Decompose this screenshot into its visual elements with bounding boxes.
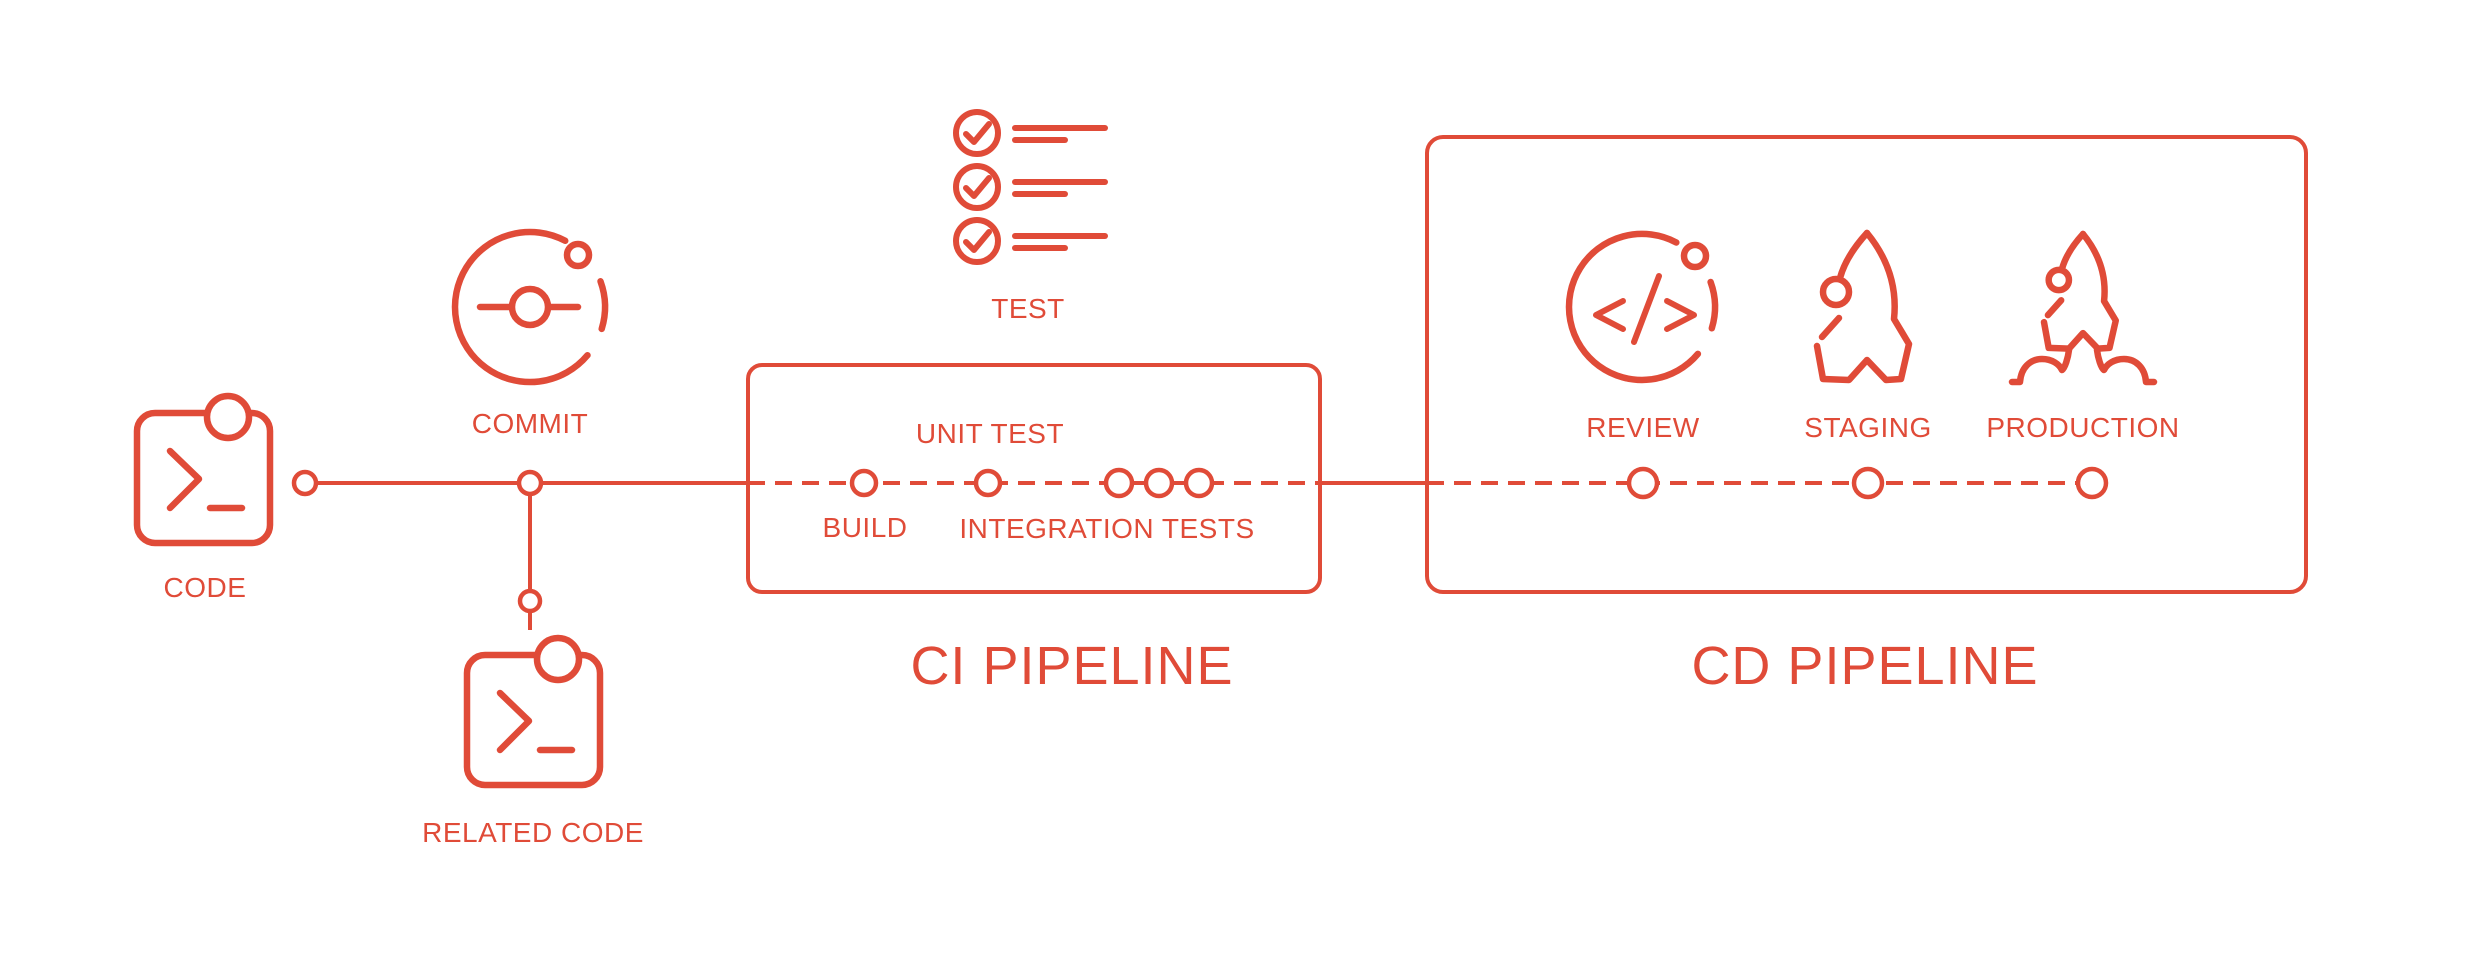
commit-icon [451,228,609,386]
ci-pipeline-title: CI PIPELINE [910,636,1233,696]
unit-test-label: UNIT TEST [916,418,1064,449]
test-label: TEST [991,293,1065,324]
node-integration-3 [1183,467,1215,499]
production-rocket-icon [2008,234,2158,386]
staging-rocket-icon [1817,233,1909,380]
node-integration-2 [1143,467,1175,499]
integration-tests-label: INTEGRATION TESTS [959,513,1254,544]
pipeline-track [305,481,2092,630]
review-label: REVIEW [1586,412,1700,443]
node-integration-1 [1103,467,1135,499]
ci-pipeline-box [746,363,1322,594]
staging-label: STAGING [1804,412,1931,443]
node-code [291,469,319,497]
review-icon [1565,230,1719,384]
code-icon [137,396,270,543]
node-unit-test [973,468,1003,498]
node-commit [516,469,544,497]
commit-label: COMMIT [472,408,589,439]
related-code-label: RELATED CODE [422,817,644,848]
test-checklist-icon [953,109,1108,265]
cd-pipeline-box [1425,135,2308,594]
node-review [1626,466,1660,500]
pipeline-nodes [291,466,2109,614]
production-label: PRODUCTION [1986,412,2179,443]
node-related-code [517,588,543,614]
code-label: CODE [164,572,247,603]
node-production [2075,466,2109,500]
launch-clouds [2008,346,2158,386]
related-code-icon [467,638,600,785]
node-build [849,468,879,498]
build-label: BUILD [823,512,908,543]
cd-pipeline-title: CD PIPELINE [1691,636,2038,696]
node-staging [1851,466,1885,500]
